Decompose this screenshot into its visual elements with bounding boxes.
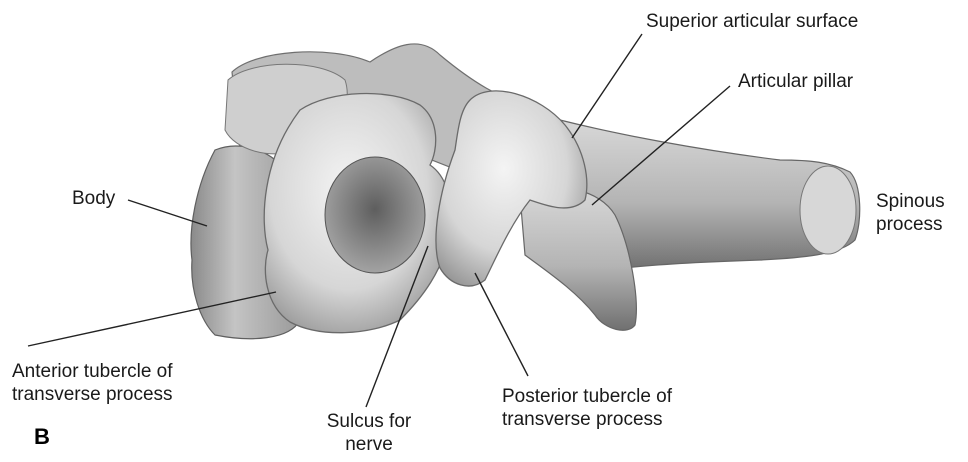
label-posterior-tubercle-line1: Posterior tubercle of bbox=[502, 385, 672, 408]
label-sulcus-for-nerve: Sulcus for nerve bbox=[324, 410, 414, 456]
label-sulcus-line1: Sulcus for bbox=[324, 410, 414, 433]
panel-letter: B bbox=[34, 424, 50, 450]
transverse-foramen bbox=[325, 157, 425, 273]
label-articular-pillar: Articular pillar bbox=[738, 70, 853, 93]
leader-posterior-tubercle bbox=[475, 273, 528, 376]
label-superior-articular-surface: Superior articular surface bbox=[646, 10, 858, 33]
label-anterior-tubercle: Anterior tubercle of transverse process bbox=[12, 360, 173, 406]
label-spinous-process-line2: process bbox=[876, 213, 945, 236]
leader-superior-articular-surface bbox=[572, 34, 642, 138]
label-sulcus-line2: nerve bbox=[324, 433, 414, 456]
label-body: Body bbox=[72, 187, 115, 210]
label-anterior-tubercle-line1: Anterior tubercle of bbox=[12, 360, 173, 383]
label-spinous-process: Spinous process bbox=[876, 190, 945, 236]
label-posterior-tubercle-line2: transverse process bbox=[502, 408, 672, 431]
label-posterior-tubercle: Posterior tubercle of transverse process bbox=[502, 385, 672, 431]
spinous-process-tip bbox=[800, 166, 856, 254]
label-spinous-process-line1: Spinous bbox=[876, 190, 945, 213]
label-anterior-tubercle-line2: transverse process bbox=[12, 383, 173, 406]
